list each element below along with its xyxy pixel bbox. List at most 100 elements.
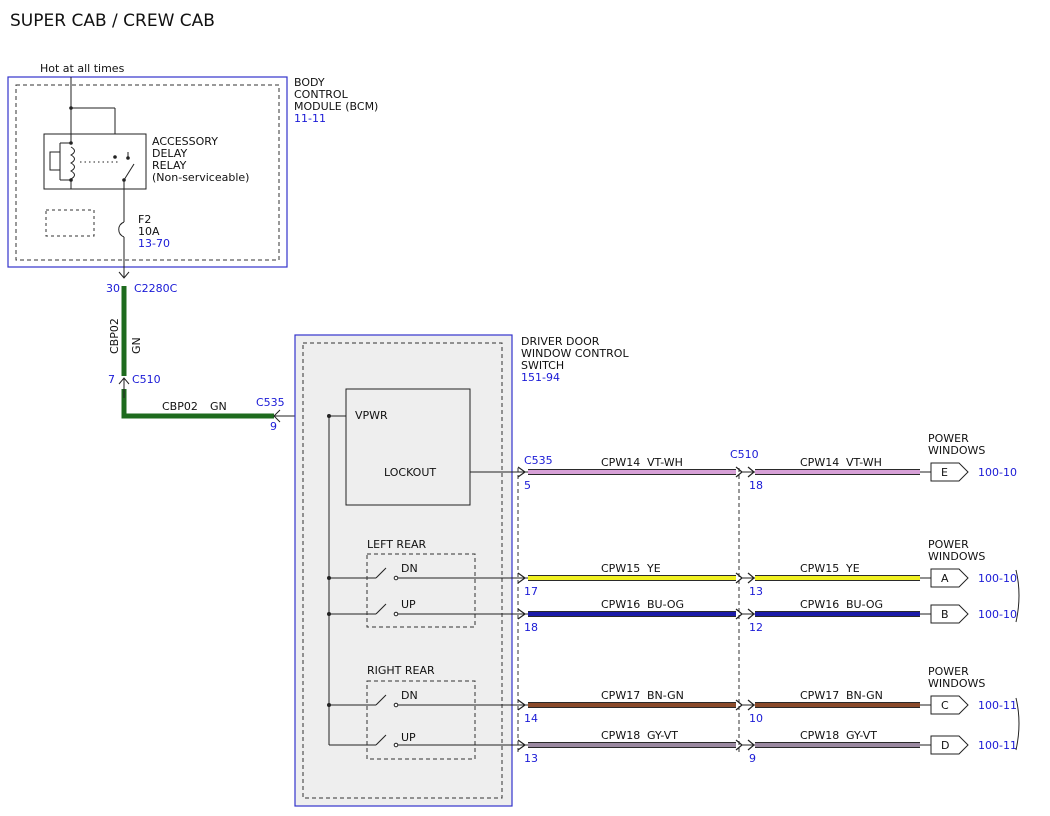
destination-flag-shape	[930, 735, 969, 755]
lockout-block	[345, 388, 471, 506]
destination-flag[interactable]: C	[930, 695, 969, 715]
feed-connector-switch[interactable]: C535	[256, 396, 285, 409]
destination-name-line-1: POWER	[928, 538, 969, 551]
bus-junctions	[327, 414, 331, 707]
bcm-name-line-3: MODULE (BCM)	[294, 100, 378, 113]
c510-connector-label[interactable]: C510	[730, 448, 759, 461]
destination-page-ref[interactable]: 100-10	[978, 608, 1017, 621]
circuit-label-b: CPW15	[800, 562, 839, 575]
feed-pin-switch: 9	[270, 420, 277, 433]
left-rear-up-label: UP	[401, 598, 416, 611]
pin-c535: 17	[524, 585, 538, 598]
fuse-rating: 10A	[138, 225, 160, 238]
destination-name-line-1: POWER	[928, 665, 969, 678]
relay-label-line-1: ACCESSORY	[152, 135, 218, 148]
hot-at-all-times-label: Hot at all times	[40, 62, 125, 75]
feed-color-horizontal: GN	[210, 400, 227, 413]
wire-row-cpw15: A	[517, 568, 969, 588]
destination-flag-shape	[930, 568, 969, 588]
relay-junctions	[69, 106, 130, 182]
fuse-f2	[118, 221, 130, 279]
right-rear-dn-switch	[375, 694, 518, 708]
switch-contact-icon	[375, 567, 387, 579]
circuit-label-a: CPW17	[601, 689, 640, 702]
color-label-b: BN-GN	[846, 689, 883, 702]
circuit-label-b: CPW18	[800, 729, 839, 742]
color-label-a: BU-OG	[647, 598, 684, 611]
destination-letter: E	[941, 466, 948, 479]
pin-c510: 18	[749, 479, 763, 492]
destination-flag-shape	[930, 462, 969, 482]
destination-flag[interactable]: A	[930, 568, 969, 588]
color-label-b: GY-VT	[846, 729, 877, 742]
feed-circuit-vertical: CBP02	[108, 318, 121, 354]
feed-connector-mid[interactable]: C510	[132, 373, 161, 386]
destination-flag[interactable]: E	[930, 462, 969, 482]
circuit-label-b: CPW16	[800, 598, 839, 611]
destination-flag-shape	[930, 695, 969, 715]
destination-page-ref[interactable]: 100-11	[978, 739, 1017, 752]
switch-contact-icon	[375, 694, 387, 706]
feed-color-vertical: GN	[130, 337, 143, 354]
circuit-label-b: CPW17	[800, 689, 839, 702]
bcm-module	[7, 76, 288, 268]
switch-internal-bus	[328, 415, 376, 746]
color-label-b: VT-WH	[846, 456, 882, 469]
pin-c535: 5	[524, 479, 531, 492]
wire-row-cpw14: E	[517, 462, 969, 482]
pin-c510: 10	[749, 712, 763, 725]
relay-label-line-2: DELAY	[152, 147, 187, 160]
right-rear-label: RIGHT REAR	[367, 664, 435, 677]
right-rear-up-label: UP	[401, 731, 416, 744]
color-label-b: BU-OG	[846, 598, 883, 611]
pin-c535: 18	[524, 621, 538, 634]
bcm-name-line-2: CONTROL	[294, 88, 349, 101]
destination-flag[interactable]: D	[930, 735, 969, 755]
wire-row-cpw18: D	[517, 735, 969, 755]
destination-page-ref[interactable]: 100-10	[978, 572, 1017, 585]
pin-c510: 12	[749, 621, 763, 634]
fuse-page-ref[interactable]: 13-70	[138, 237, 170, 250]
destination-name-line-2: WINDOWS	[928, 677, 985, 690]
feed-pin-top: 30	[106, 282, 120, 295]
feed-circuit-horizontal: CBP02	[162, 400, 198, 413]
left-rear-up-switch	[375, 603, 518, 617]
switch-inner-boundary	[302, 342, 503, 799]
bcm-placeholder-box	[45, 209, 95, 237]
color-label-a: VT-WH	[647, 456, 683, 469]
relay-label-line-3: RELAY	[152, 159, 187, 172]
bcm-page-ref[interactable]: 11-11	[294, 112, 326, 125]
destination-page-ref[interactable]: 100-11	[978, 699, 1017, 712]
destination-flag-shape	[930, 604, 969, 624]
destination-name-line-2: WINDOWS	[928, 444, 985, 457]
color-label-a: BN-GN	[647, 689, 684, 702]
destination-letter: D	[941, 739, 949, 752]
bcm-name-line-1: BODY	[294, 76, 325, 89]
group-brace-icon	[1015, 697, 1020, 751]
page-title: SUPER CAB / CREW CAB	[10, 11, 215, 31]
color-label-a: YE	[646, 562, 661, 575]
switch-contact-icon	[375, 603, 387, 615]
circuit-label-a: CPW18	[601, 729, 640, 742]
destination-letter: A	[941, 572, 949, 585]
pin-c510: 9	[749, 752, 756, 765]
destination-name-line-2: WINDOWS	[928, 550, 985, 563]
feed-connector-top[interactable]: C2280C	[134, 282, 178, 295]
c535-connector-label[interactable]: C535	[524, 454, 553, 467]
destination-letter: C	[941, 699, 949, 712]
left-rear-label: LEFT REAR	[367, 538, 427, 551]
relay-label-line-4: (Non-serviceable)	[152, 171, 249, 184]
destination-flag[interactable]: B	[930, 604, 969, 624]
circuit-label-b: CPW14	[800, 456, 839, 469]
lockout-label: LOCKOUT	[384, 466, 436, 479]
color-label-b: YE	[845, 562, 860, 575]
color-label-a: GY-VT	[647, 729, 678, 742]
accessory-delay-relay	[43, 77, 147, 222]
pin-c510: 13	[749, 585, 763, 598]
destination-page-ref[interactable]: 100-10	[978, 466, 1017, 479]
wire-row-cpw17: C	[517, 695, 969, 715]
switch-page-ref[interactable]: 151-94	[521, 371, 560, 384]
wire-row-cpw16: B	[517, 604, 969, 624]
